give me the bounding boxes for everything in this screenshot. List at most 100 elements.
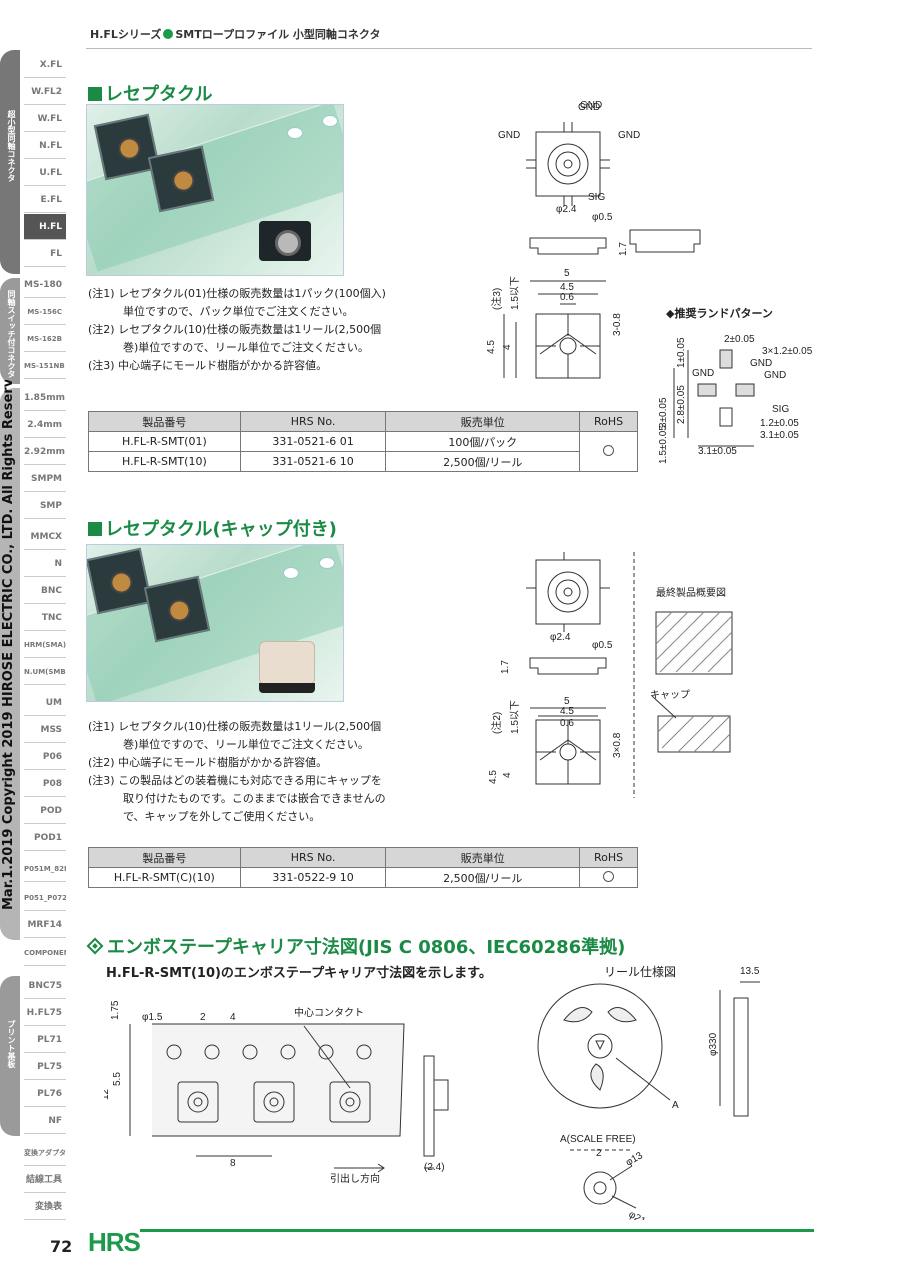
svg-text:1.2±0.05: 1.2±0.05: [760, 418, 799, 429]
sidebar-group-tab[interactable]: [0, 976, 20, 1136]
sidebar-item-pod1[interactable]: POD1: [24, 825, 66, 851]
drawing-land-pattern: 2±0.05 3×1.2±0.05 GND GND GND SIG 1.2±0.…: [658, 334, 813, 464]
sidebar-item-tnc[interactable]: TNC: [24, 605, 66, 631]
product-photo-receptacle: [86, 104, 344, 276]
sidebar-item-n-um-smb-[interactable]: N.UM(SMB): [24, 659, 66, 685]
sidebar-item-ms-180[interactable]: MS-180: [24, 272, 66, 298]
sidebar-item-p051m-82m-21m[interactable]: P051M_82M 21M: [24, 856, 66, 882]
sidebar-item-h-fl[interactable]: H.FL: [24, 214, 66, 240]
sidebar-item-nf[interactable]: NF: [24, 1108, 66, 1134]
section-title-emboss-tape: エンボステープキャリア寸法図(JIS C 0806、IEC60286準拠): [86, 933, 625, 959]
sidebar-item-um[interactable]: UM: [24, 690, 66, 716]
rohs-compliant-icon: [603, 444, 615, 456]
svg-text:引出し方向: 引出し方向: [330, 1172, 380, 1185]
drawing-receptacle-cap-dimensions: 最終製品概要図 キャップ φ2.4 φ0.5 1.7 5 4.5 0.6 3×0…: [488, 552, 733, 798]
svg-text:5: 5: [564, 268, 570, 279]
svg-text:GND: GND: [498, 130, 520, 141]
svg-text:GND: GND: [750, 358, 772, 369]
sidebar-item-e-fl[interactable]: E.FL: [24, 187, 66, 213]
svg-text:4.5: 4.5: [560, 706, 574, 717]
sidebar-item-p051-p072[interactable]: P051_P072: [24, 885, 66, 911]
sidebar-item-n[interactable]: N: [24, 551, 66, 577]
spec-table-receptacle-cap: 製品番号 HRS No. 販売単位 RoHS H.FL-R-SMT(C)(10)…: [88, 847, 638, 888]
svg-text:4.5: 4.5: [488, 770, 499, 784]
svg-text:12: 12: [104, 1088, 111, 1100]
sidebar-item-pod[interactable]: POD: [24, 798, 66, 824]
svg-text:8: 8: [230, 1158, 236, 1169]
svg-text:SIG: SIG: [772, 404, 789, 415]
table-row: H.FL-R-SMT(01) 331-0521-6 01 100個/パック: [88, 431, 638, 472]
sidebar-item-ms-162b[interactable]: MS-162B: [24, 326, 66, 352]
sidebar-group-tab[interactable]: [0, 50, 20, 274]
sidebar-item-bnc75[interactable]: BNC75: [24, 973, 66, 999]
page-number: 72: [50, 1237, 73, 1256]
spec-table-receptacle: 製品番号 HRS No. 販売単位 RoHS H.FL-R-SMT(01) 33…: [88, 411, 638, 472]
svg-text:4: 4: [502, 344, 513, 350]
svg-text:3×1.2±0.05: 3×1.2±0.05: [762, 346, 813, 357]
header-series: H.FLシリーズ: [90, 28, 162, 41]
svg-text:φ13: φ13: [624, 1150, 645, 1169]
svg-text:1.5以下: 1.5以下: [510, 276, 521, 310]
sidebar-item-2-4mm[interactable]: 2.4mm: [24, 412, 66, 438]
footer-divider: [140, 1229, 814, 1232]
notes-section2: (注1) レセプタクル(10)仕様の販売数量は1リール(2,500個 巻)単位で…: [88, 720, 386, 823]
sidebar-item-p08[interactable]: P08: [24, 771, 66, 797]
svg-text:(注3): (注3): [490, 288, 503, 310]
svg-text:(2.4): (2.4): [424, 1162, 445, 1173]
sidebar-item-hrm-sma-[interactable]: HRM(SMA): [24, 632, 66, 658]
sidebar-item-pl71[interactable]: PL71: [24, 1027, 66, 1053]
table-row: H.FL-R-SMT(10) 331-0521-6 10 2,500個/リール: [88, 451, 638, 472]
sidebar-item-ms-156c[interactable]: MS-156C: [24, 299, 66, 325]
svg-text:3-0.8: 3-0.8: [612, 313, 623, 336]
sidebar-item-mss[interactable]: MSS: [24, 717, 66, 743]
section-title-receptacle-cap: レセプタクル(キャップ付き): [88, 515, 337, 541]
sidebar-group-label: プリント基板: [7, 1020, 16, 1068]
svg-text:1.5以下: 1.5以下: [510, 700, 521, 734]
header-title: SMTロープロファイル 小型同軸コネクタ: [175, 28, 381, 41]
sidebar-item-mrf14[interactable]: MRF14: [24, 912, 66, 938]
sidebar-item-1-85mm[interactable]: 1.85mm: [24, 385, 66, 411]
svg-text:GND: GND: [692, 368, 714, 379]
svg-text:キャップ: キャップ: [650, 689, 690, 701]
svg-text:GND: GND: [618, 130, 640, 141]
sidebar-item--[interactable]: 変換表: [24, 1194, 66, 1220]
sidebar-item-x-fl[interactable]: X.FL: [24, 52, 66, 78]
sidebar-item--[interactable]: 結線工具: [24, 1167, 66, 1193]
sidebar-item-2-92mm[interactable]: 2.92mm: [24, 439, 66, 465]
svg-text:φ21: φ21: [627, 1209, 648, 1220]
sidebar-item-pl75[interactable]: PL75: [24, 1054, 66, 1080]
svg-text:φ1.5: φ1.5: [142, 1012, 163, 1023]
svg-text:0.6: 0.6: [560, 718, 574, 729]
svg-text:A: A: [672, 1100, 679, 1111]
svg-text:0.6: 0.6: [560, 292, 574, 303]
sidebar-group-tab[interactable]: [0, 388, 20, 940]
svg-text:φ0.5: φ0.5: [592, 640, 613, 651]
drawing-reel: 13.5 φ330 A A(SCALE FREE) 2 φ13 φ21: [537, 966, 760, 1220]
sidebar-item-w-fl[interactable]: W.FL: [24, 106, 66, 132]
sidebar-item-u-fl[interactable]: U.FL: [24, 160, 66, 186]
svg-text:2±0.05: 2±0.05: [724, 334, 755, 345]
svg-text:5: 5: [564, 696, 570, 707]
sidebar-item-mmcx[interactable]: MMCX: [24, 524, 66, 550]
svg-text:1.7: 1.7: [618, 242, 629, 256]
svg-text:3.1±0.05: 3.1±0.05: [760, 430, 799, 441]
sidebar-item-component[interactable]: COMPONENT: [24, 940, 66, 966]
svg-text:4: 4: [230, 1012, 236, 1023]
sidebar-item-smpm[interactable]: SMPM: [24, 466, 66, 492]
sidebar-item--[interactable]: 変換アダプタ: [24, 1140, 66, 1166]
svg-text:GND: GND: [578, 102, 600, 113]
sidebar-item-smp[interactable]: SMP: [24, 493, 66, 519]
svg-text:4: 4: [502, 772, 513, 778]
table-row: H.FL-R-SMT(C)(10) 331-0522-9 10 2,500個/リ…: [88, 867, 638, 888]
sidebar-item-p06[interactable]: P06: [24, 744, 66, 770]
sidebar-item-n-fl[interactable]: N.FL: [24, 133, 66, 159]
sidebar-item-ms-151nb[interactable]: MS-151NB: [24, 353, 66, 379]
sidebar-item-w-fl2[interactable]: W.FL2: [24, 79, 66, 105]
sidebar-item-pl76[interactable]: PL76: [24, 1081, 66, 1107]
sidebar-item-bnc[interactable]: BNC: [24, 578, 66, 604]
sidebar-group-tab[interactable]: [0, 278, 20, 384]
sidebar-item-h-fl75[interactable]: H.FL75: [24, 1000, 66, 1026]
svg-text:1.7: 1.7: [500, 660, 511, 674]
square-bullet-icon: [88, 87, 102, 101]
sidebar-item-fl[interactable]: FL: [24, 241, 66, 267]
